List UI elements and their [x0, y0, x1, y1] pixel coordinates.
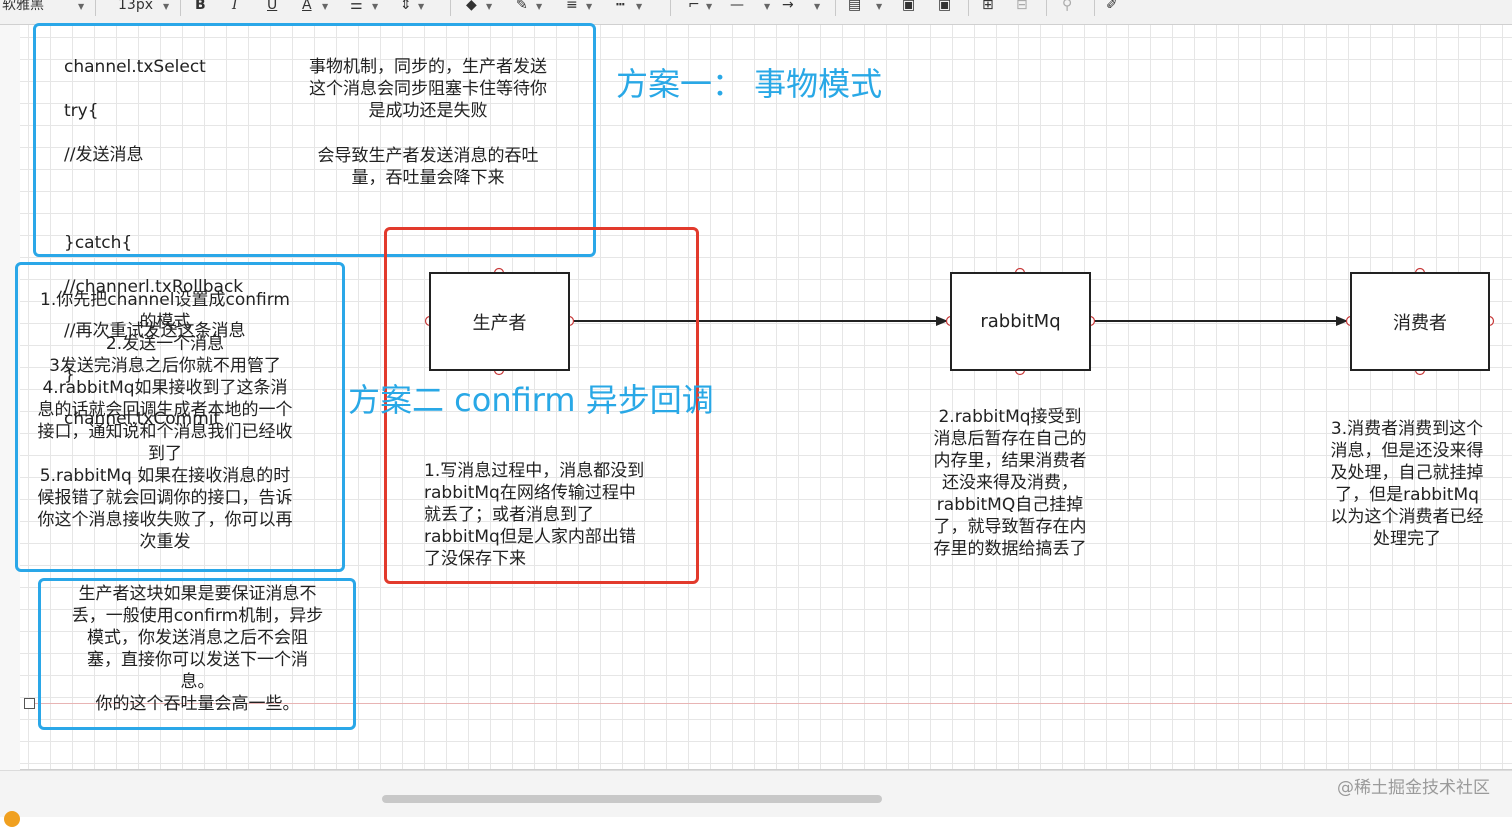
line-width-icon[interactable]: ≡: [566, 0, 578, 13]
code-line: [64, 188, 294, 210]
code-line: }: [64, 365, 75, 385]
toolbar-divider: [1046, 0, 1047, 16]
toolbar-divider: [95, 0, 96, 16]
producer-node[interactable]: 生产者: [429, 272, 570, 371]
code-line: }catch{: [64, 233, 133, 253]
line-height-icon[interactable]: ⇕: [400, 0, 412, 13]
ungroup-icon[interactable]: ⊟: [1016, 0, 1028, 13]
producer-loss-frame[interactable]: [384, 227, 699, 584]
toolbar-divider: [968, 0, 969, 16]
transaction-mode-frame[interactable]: [33, 23, 596, 257]
line-style-icon[interactable]: ┅: [616, 0, 625, 13]
line-end-arrow-icon[interactable]: →: [782, 0, 794, 13]
consumer-label: 消费者: [1393, 312, 1447, 334]
line-end-chevron-icon[interactable]: ▼: [814, 2, 821, 11]
font-size-select[interactable]: 13px: [118, 0, 153, 13]
producer-label: 生产者: [472, 312, 527, 334]
fill-color-icon[interactable]: ◆: [466, 0, 477, 13]
format-toolbar: 软雅黑 ▼ 13px ▼ B I U A ▼ ☰ ▼ ⇕ ▼ ◆ ▼ ✎ ▼ ≡…: [0, 0, 1512, 25]
code-line: try{: [64, 101, 99, 121]
consumer-loss-note[interactable]: 3.消费者消费到这个 消息，但是还没来得 及处理，自己就挂掉 了，但是rabbi…: [1330, 419, 1484, 549]
code-line: //channerl.txRollback: [64, 277, 244, 297]
producer-loss-note[interactable]: 1.写消息过程中，消息都没到 rabbitMq在网络传输过程中 就丢了；或者消息…: [424, 461, 645, 569]
align-icon[interactable]: ☰: [350, 0, 363, 13]
arrange-chevron-icon[interactable]: ▼: [876, 2, 883, 11]
tx-sync-note[interactable]: 事物机制，同步的，生产者发送 这个消息会同步阻塞卡住等待你 是成功还是失败: [309, 57, 547, 121]
toolbar-divider: [670, 0, 671, 16]
code-line: channel.txSelect: [64, 57, 206, 77]
format-painter-icon[interactable]: ✐: [1106, 0, 1118, 13]
font-family-chevron-icon[interactable]: ▼: [78, 2, 85, 11]
summary-text[interactable]: 生产者这块如果是要保证消息不 丢，一般使用confirm机制，异步 模式，你发送…: [71, 584, 324, 714]
watermark-text: @稀土掘金技术社区: [1337, 778, 1490, 798]
line-start-icon[interactable]: —: [730, 0, 744, 13]
send-back-icon[interactable]: ▣: [938, 0, 952, 13]
link-icon[interactable]: ⚲: [1062, 0, 1073, 13]
page-break-line: [30, 703, 1512, 704]
line-style-chevron-icon[interactable]: ▼: [636, 2, 643, 11]
summary-frame[interactable]: [38, 578, 356, 730]
font-color-chevron-icon[interactable]: ▼: [322, 2, 329, 11]
code-line: //发送消息: [64, 145, 144, 165]
underline-button[interactable]: U: [267, 0, 278, 13]
line-color-icon[interactable]: ✎: [516, 0, 528, 13]
connector-type-chevron-icon[interactable]: ▼: [706, 2, 713, 11]
connector-type-icon[interactable]: ⌐: [688, 0, 700, 13]
toolbar-divider: [450, 0, 451, 16]
font-family-select[interactable]: 软雅黑: [2, 0, 44, 13]
italic-button[interactable]: I: [232, 0, 238, 13]
rabbitmq-node[interactable]: rabbitMq: [950, 272, 1091, 371]
confirm-steps-text[interactable]: 1.你先把channel设置成confirm 的模式 2.发送一个消息 3发送完…: [37, 290, 293, 552]
fill-color-chevron-icon[interactable]: ▼: [486, 2, 493, 11]
code-line: channel.txCommit: [64, 409, 221, 429]
toolbar-divider: [180, 0, 181, 16]
rabbitmq-label: rabbitMq: [980, 311, 1061, 332]
toolbar-divider: [1094, 0, 1095, 16]
bring-front-icon[interactable]: ▣: [902, 0, 916, 13]
diagram-canvas[interactable]: [0, 25, 1512, 770]
font-size-chevron-icon[interactable]: ▼: [163, 2, 170, 11]
line-start-chevron-icon[interactable]: ▼: [764, 2, 771, 11]
heading-plan-two[interactable]: 方案二 confirm 异步回调: [348, 381, 714, 419]
page-bottom-edge: [20, 769, 1512, 770]
page-marker[interactable]: [24, 698, 35, 709]
bold-button[interactable]: B: [195, 0, 206, 13]
tx-throughput-note[interactable]: 会导致生产者发送消息的吞吐 量，吞吐量会降下来: [317, 146, 539, 188]
rabbitmq-loss-note[interactable]: 2.rabbitMq接受到 消息后暂存在自己的 内存里，结果消费者 还没来得及消…: [933, 407, 1087, 559]
horizontal-scrollbar-thumb[interactable]: [382, 795, 882, 803]
heading-plan-one[interactable]: 方案一： 事物模式: [616, 65, 883, 103]
tx-code-block[interactable]: channel.txSelect try{ //发送消息 }catch{ //c…: [64, 34, 294, 452]
code-line: //再次重试发送这条消息: [64, 321, 246, 341]
status-bar: @稀土掘金技术社区: [0, 770, 1512, 827]
status-indicator-icon: [4, 811, 20, 827]
toolbar-divider: [835, 0, 836, 16]
line-width-chevron-icon[interactable]: ▼: [586, 2, 593, 11]
line-height-chevron-icon[interactable]: ▼: [418, 2, 425, 11]
align-chevron-icon[interactable]: ▼: [372, 2, 379, 11]
group-icon[interactable]: ⊞: [982, 0, 994, 13]
line-color-chevron-icon[interactable]: ▼: [536, 2, 543, 11]
consumer-node[interactable]: 消费者: [1350, 272, 1490, 371]
canvas-grid: [20, 25, 1512, 770]
confirm-steps-frame[interactable]: [15, 262, 345, 572]
font-color-button[interactable]: A: [302, 0, 312, 13]
arrange-icon[interactable]: ▤: [848, 0, 862, 13]
